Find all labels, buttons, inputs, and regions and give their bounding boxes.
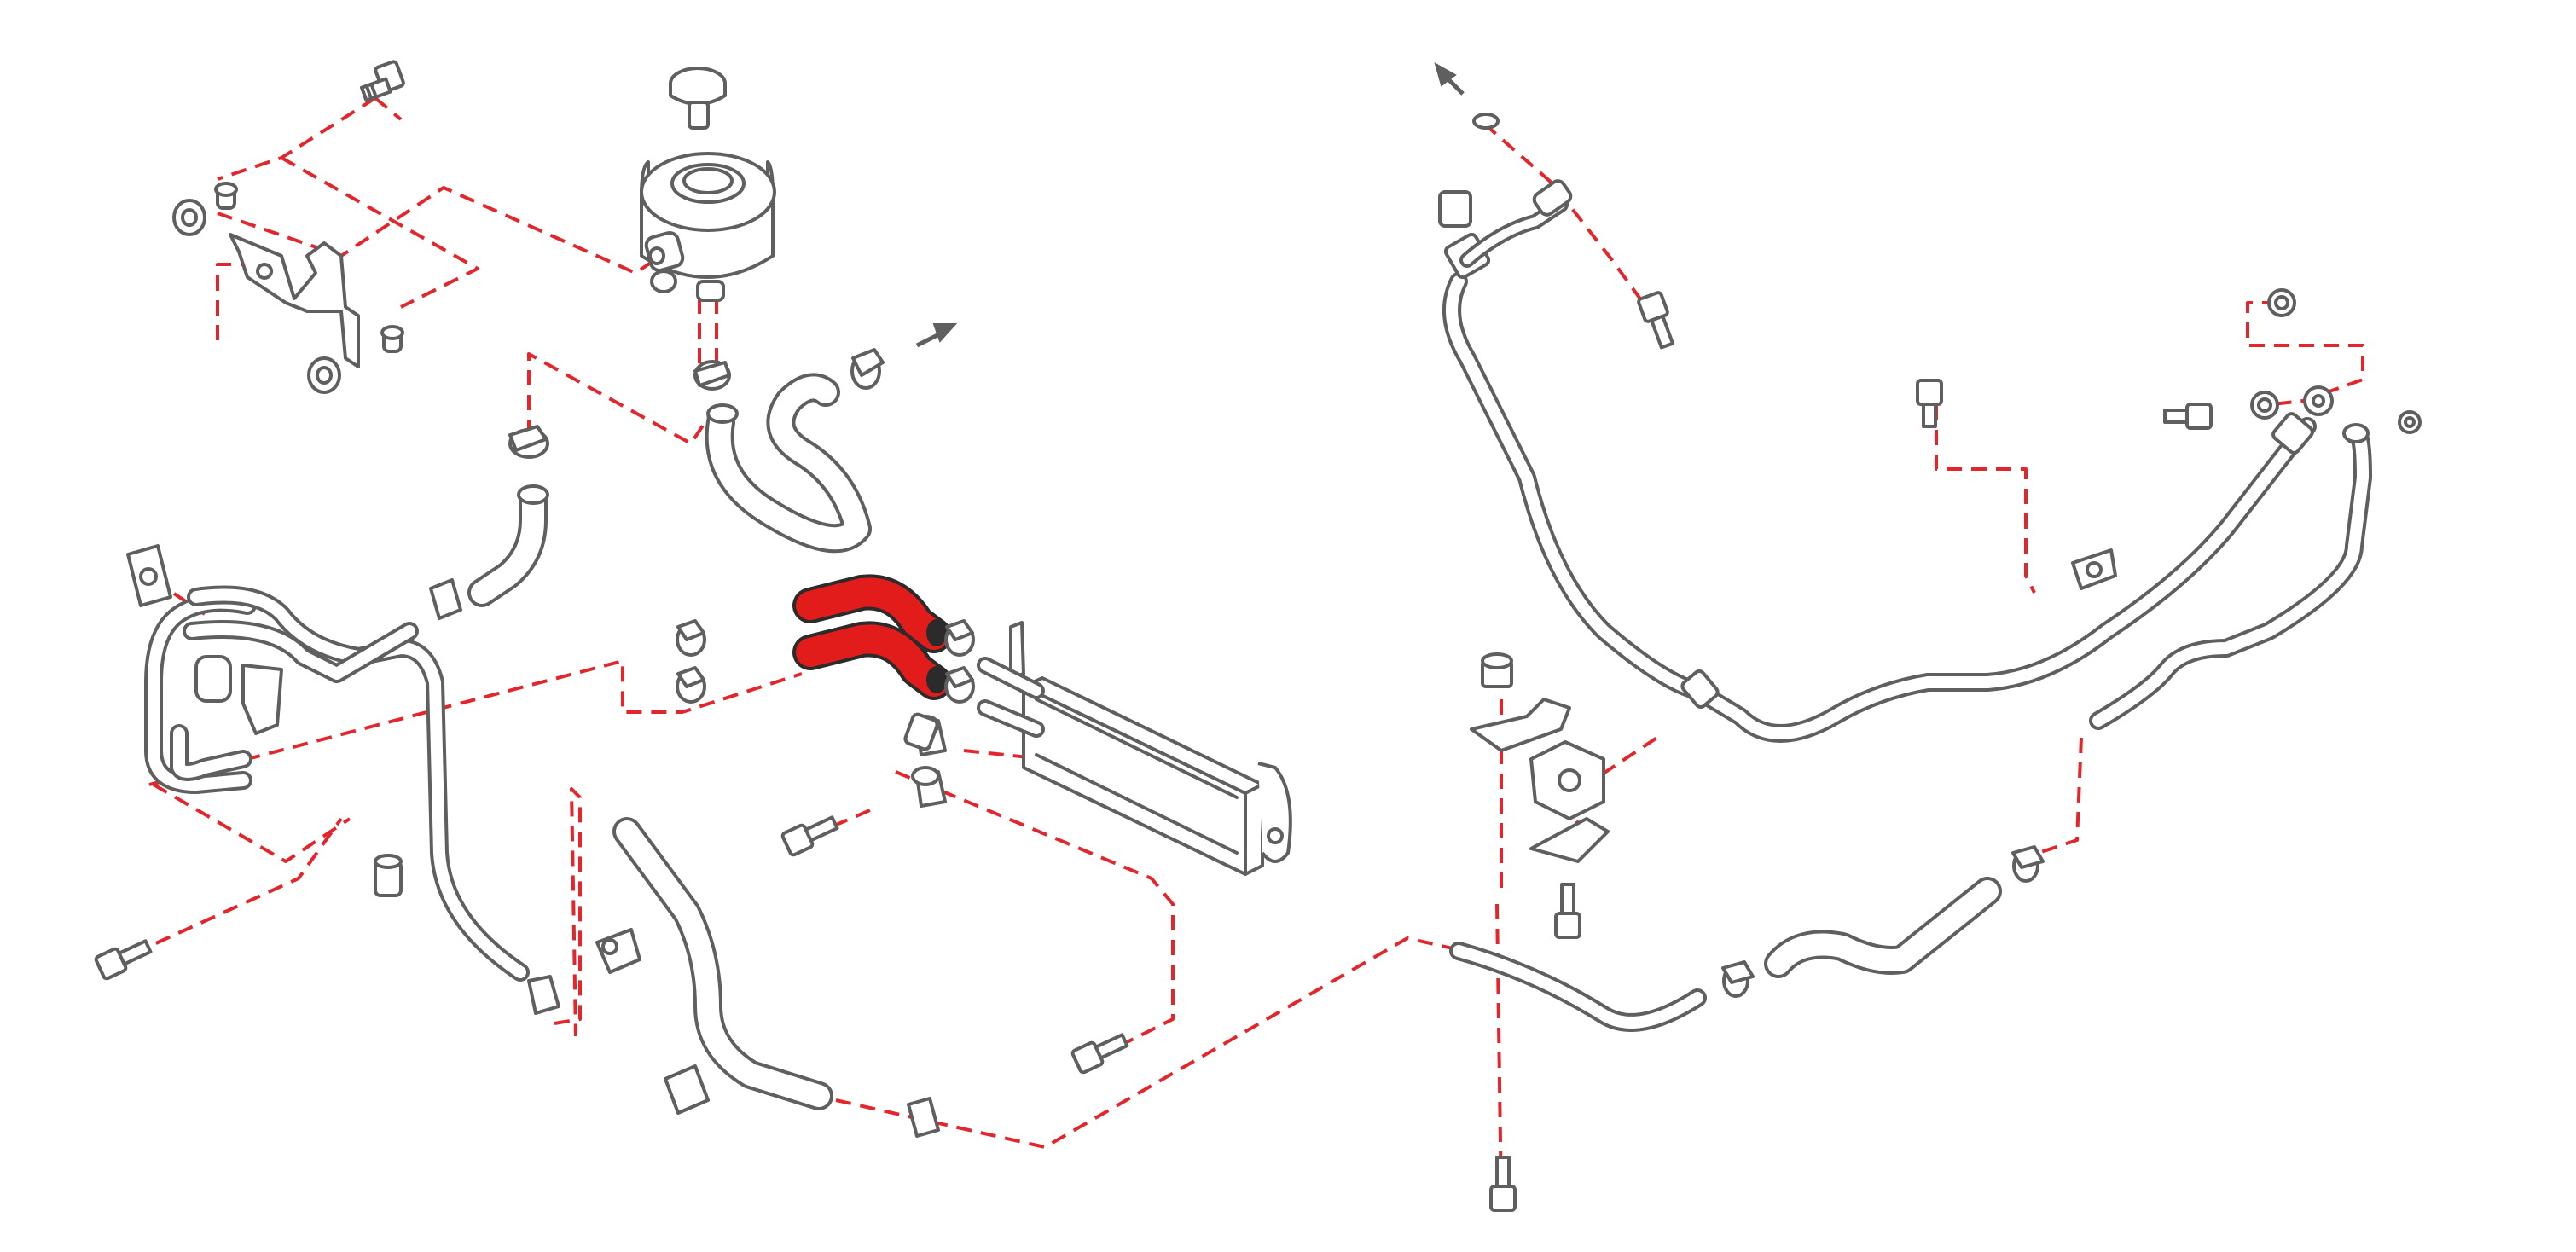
line-clamp-brackets (1470, 698, 1610, 863)
direction-arrows (915, 61, 1465, 348)
collar (214, 182, 238, 210)
hose-clamp (508, 425, 549, 459)
bolt (1637, 291, 1674, 350)
cooler-outlet-hose (1449, 942, 1707, 1032)
hose-set (126, 179, 2372, 1110)
leader-line (2246, 301, 2364, 407)
washer (2267, 288, 2296, 317)
bolt (2163, 403, 2213, 430)
cooler-inlet-hose-upper (792, 574, 952, 653)
fasteners (94, 113, 2422, 1212)
leader-line (216, 96, 479, 350)
hose-clamp (944, 619, 975, 657)
hose-clamp (907, 1097, 940, 1138)
return-pipe-assembly (126, 544, 530, 982)
hose-clamp (676, 619, 706, 657)
hose-clamp (527, 975, 560, 1015)
bolt (1489, 1156, 1517, 1212)
hose-clamp (911, 766, 947, 808)
hose-clamp (2011, 845, 2045, 883)
bracket-hole (256, 263, 273, 280)
clamp-bracket (1529, 817, 1610, 863)
leader-line (2025, 737, 2083, 859)
grommet-clip (595, 928, 641, 974)
low-pressure-hose (1764, 877, 2002, 978)
leader-lines (110, 96, 2364, 1203)
hose-clamp (693, 360, 731, 391)
hose-clamp (429, 578, 462, 620)
leader-line (1495, 699, 1503, 1203)
nut (1481, 652, 1513, 688)
cooler-inlet-hose-lower (792, 621, 952, 700)
cooler-mount-tab (1257, 762, 1292, 863)
high-pressure-line (1438, 190, 2334, 743)
leader-line (895, 770, 1175, 1055)
cooler-mount-tab (1009, 621, 1025, 680)
leader-line (217, 186, 663, 275)
hose-clamps (429, 348, 2117, 1138)
hose-clamp (850, 348, 885, 390)
pipe-grommet (194, 655, 283, 735)
leader-line (527, 352, 718, 445)
pressure-switch-lead (1459, 179, 1573, 268)
bolt (94, 939, 153, 981)
leader-line (1482, 122, 1648, 309)
leader-line (1935, 405, 2036, 594)
clamp-block (1529, 740, 1605, 820)
bolt (780, 815, 839, 857)
reservoir-bracket-group (172, 60, 405, 394)
grommet (307, 356, 341, 394)
bushing (903, 712, 939, 751)
hose-clamp (2071, 548, 2117, 590)
power-steering-reservoir (640, 67, 776, 302)
bolt (1070, 1033, 1129, 1075)
reservoir-bottom-port (696, 280, 725, 302)
bushing (374, 854, 403, 897)
return-hose-short (467, 484, 549, 607)
o-ring (1472, 113, 1500, 130)
leader-line (148, 659, 803, 786)
flange-bolt (360, 60, 405, 102)
reservoir-to-pump-hose (705, 373, 872, 554)
reservoir-outlet (644, 231, 685, 293)
clamp-bracket (1470, 698, 1571, 752)
cooler-return-hose (612, 817, 833, 1110)
hose-clamp (1721, 960, 1755, 998)
return-line-right (2089, 423, 2372, 730)
washer (2250, 391, 2279, 420)
highlighted-hoses (792, 574, 952, 700)
bolt (1554, 883, 1581, 939)
reservoir-cap (669, 67, 727, 130)
o-ring (2398, 410, 2422, 434)
bolt (1916, 379, 1943, 428)
hose-clamp (944, 666, 975, 704)
arrow-icon (1434, 61, 1465, 96)
leader-line (554, 787, 582, 1037)
arrow-icon (915, 323, 958, 348)
hose-clamp (676, 666, 706, 704)
collar (380, 325, 404, 353)
power-steering-oil-cooler (977, 621, 1292, 876)
grommet (172, 199, 206, 236)
grommet-clip (664, 1064, 710, 1115)
reservoir-bracket (229, 233, 360, 368)
pipe-bracket (126, 544, 172, 607)
